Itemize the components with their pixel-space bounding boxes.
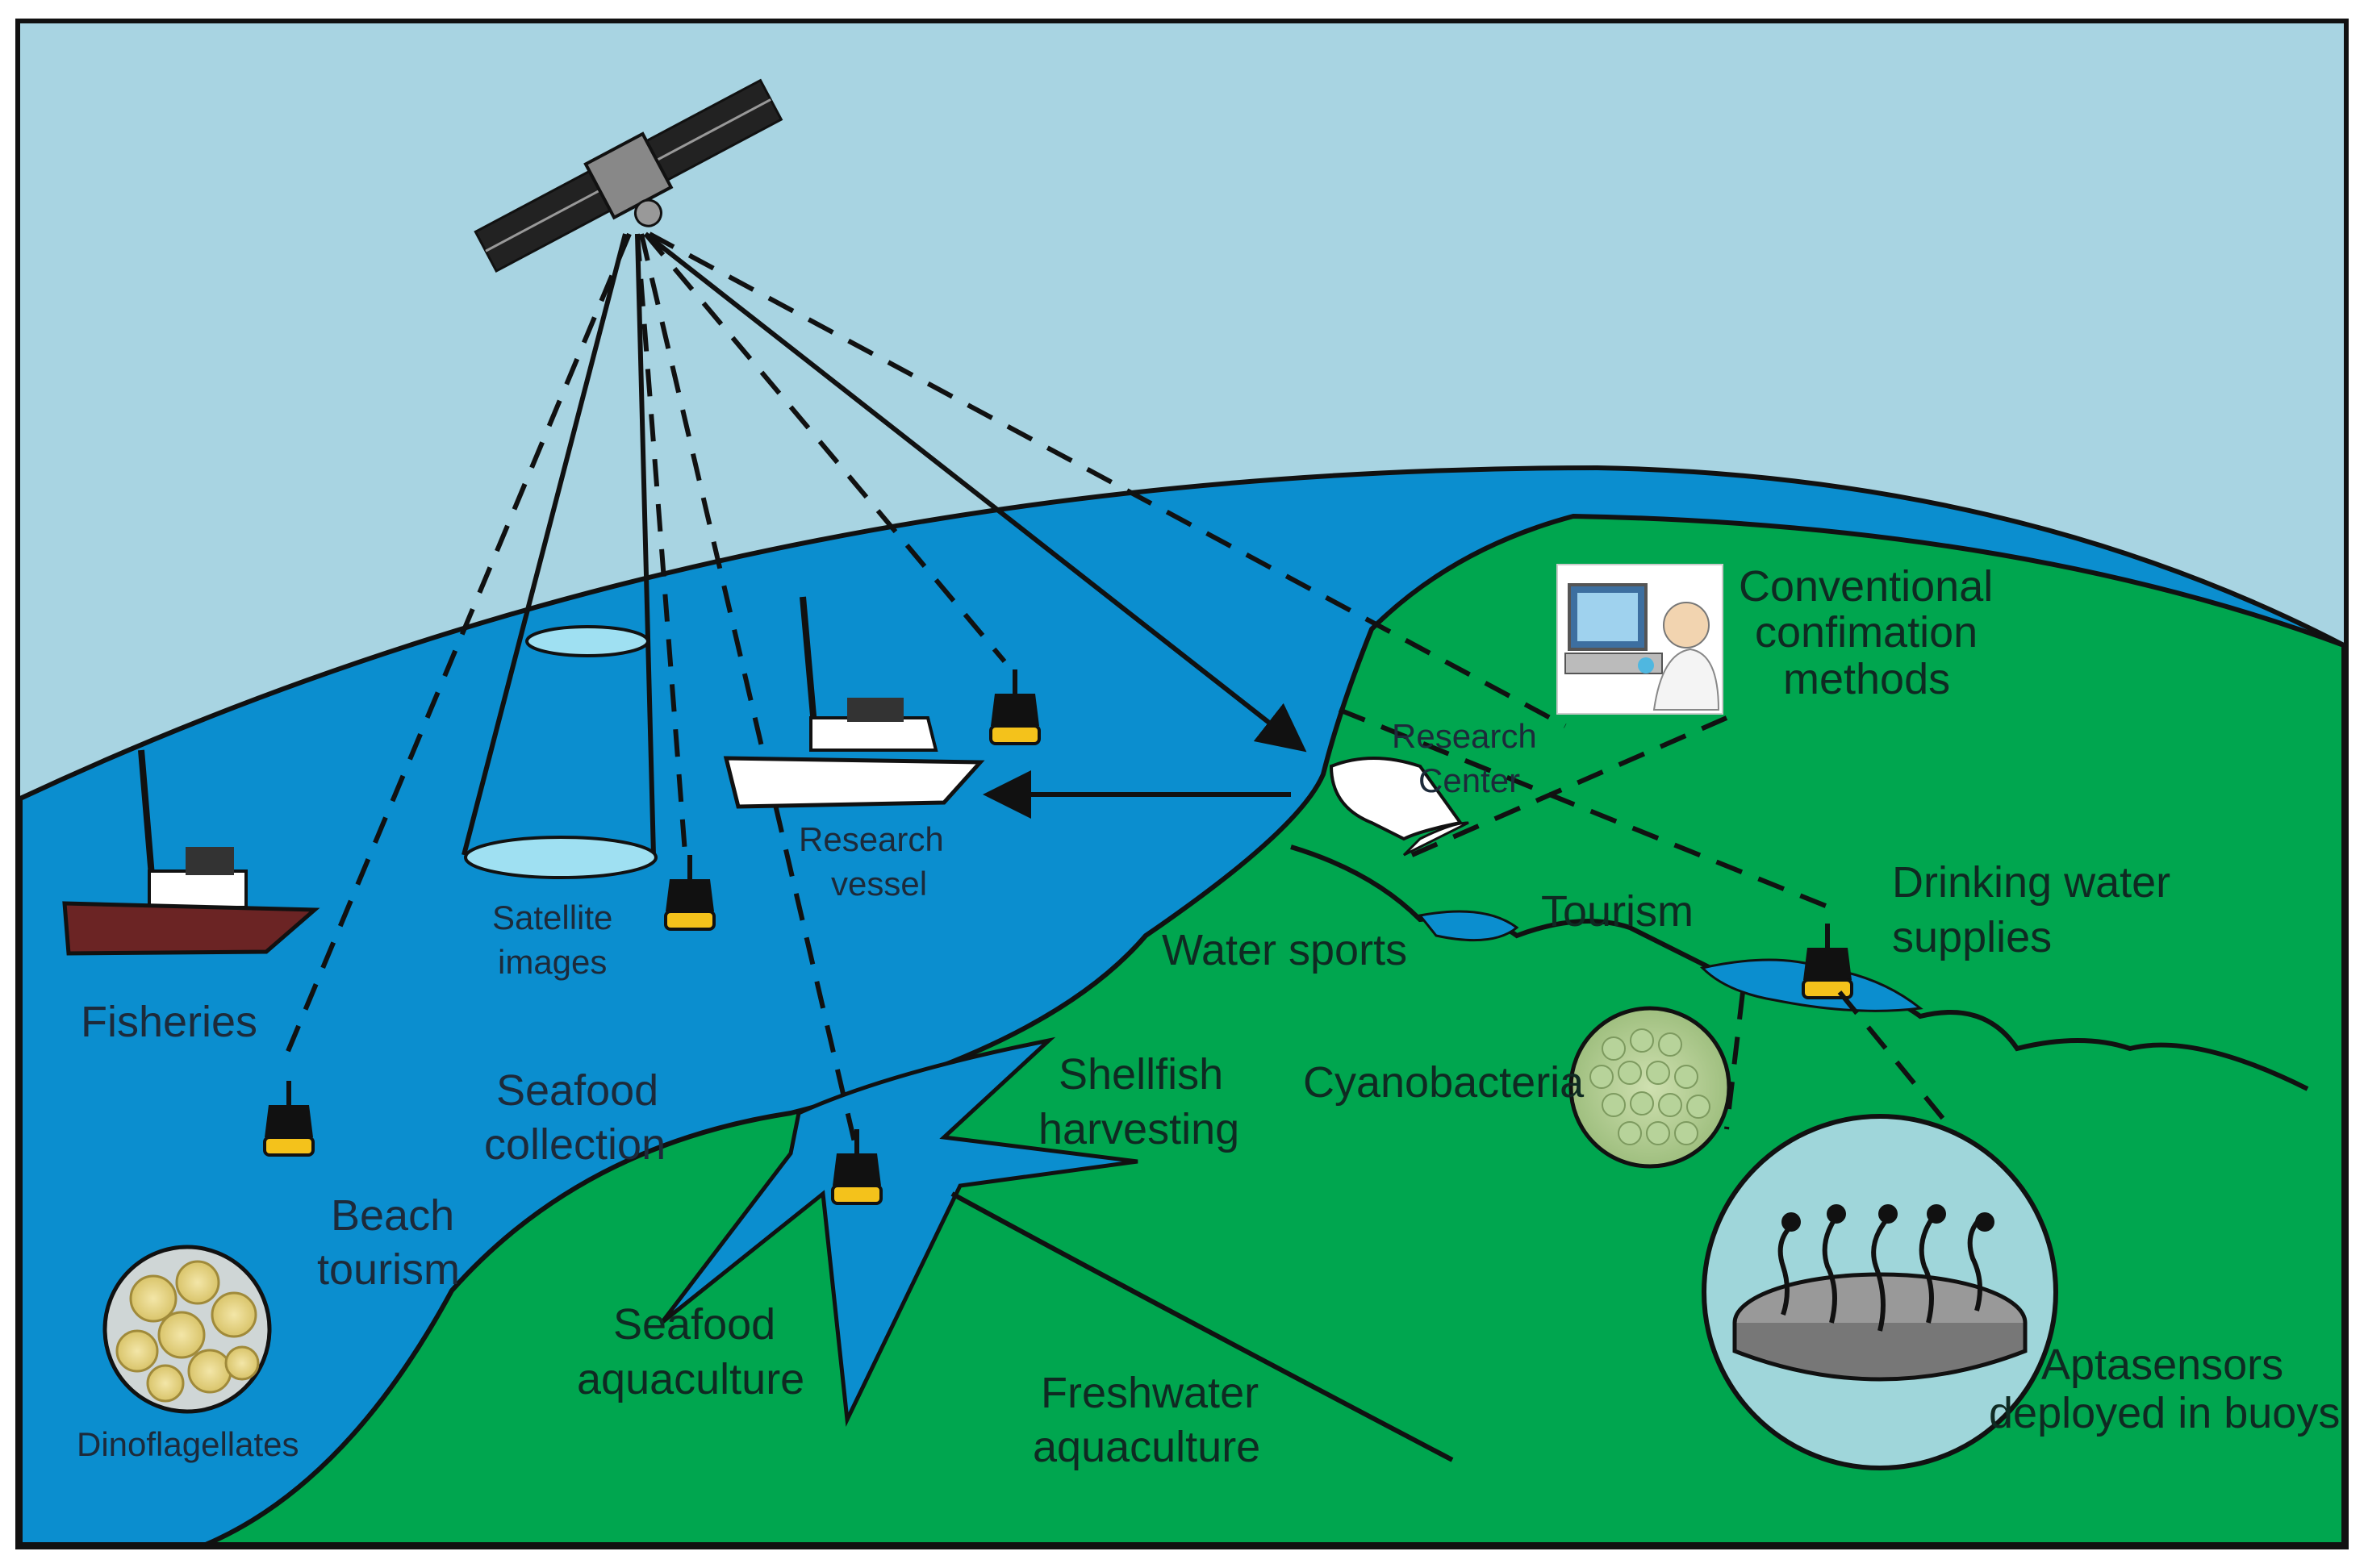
satellite <box>474 78 783 273</box>
label-seafood-collection-line1: Seafood <box>496 1066 658 1115</box>
label-conventional-line1: Conventional <box>1739 562 1993 611</box>
label-satellite-images-line1: Satellite <box>492 899 612 936</box>
aptasensor-magnified-icon <box>1702 990 2058 1470</box>
buoy-fisheries-icon <box>263 1081 315 1157</box>
lab-scientist-icon <box>1556 564 1723 715</box>
fishing-boat-icon <box>62 749 320 956</box>
buoy-estuary-icon <box>831 1129 883 1205</box>
label-research-vessel-line2: vessel <box>831 865 927 903</box>
label-research-center-line2: Center <box>1418 761 1520 799</box>
label-water-sports: Water sports <box>1162 926 1407 974</box>
label-conventional-line2: confimation <box>1755 608 1978 657</box>
river-water-segment-1 <box>1418 910 1519 942</box>
label-seafood-collection-line2: collection <box>484 1120 666 1169</box>
label-drinking-water-line1: Drinking water <box>1892 858 2170 907</box>
buoy-drinking-water-icon <box>1802 924 1853 999</box>
label-research-center-line1: Research <box>1392 717 1537 755</box>
label-shellfish-line1: Shellfish <box>1059 1050 1223 1099</box>
estuary-inlet <box>660 1036 1138 1427</box>
label-dinoflagellates: Dinoflagellates <box>77 1425 299 1463</box>
freshwater-channel <box>950 1191 1454 1462</box>
buoy-research-vessel-icon <box>989 669 1041 745</box>
label-conventional-line3: methods <box>1783 655 1950 703</box>
label-aptasensors-line1: Aptasensors <box>2041 1341 2283 1389</box>
satellite-image-cone <box>462 233 658 879</box>
signal-lines <box>280 231 1841 1146</box>
dinoflagellates-micrograph-icon <box>102 1245 272 1414</box>
label-freshwater-line2: aquaculture <box>1033 1423 1260 1471</box>
buoy-satellite-icon <box>664 855 716 931</box>
arrow-satellite-to-center <box>644 231 1307 753</box>
label-satellite-images-line2: images <box>498 943 607 981</box>
label-fisheries: Fisheries <box>81 998 257 1046</box>
label-shellfish-line2: harvesting <box>1038 1105 1239 1153</box>
label-drinking-water-line2: supplies <box>1892 913 2052 961</box>
cyanobacteria-micrograph-icon <box>1568 1006 1731 1169</box>
label-seafood-aquaculture-line2: aquaculture <box>577 1355 804 1403</box>
label-aptasensors-line2: deployed in buoys <box>1989 1389 2340 1437</box>
label-research-vessel-line1: Research <box>799 820 944 858</box>
label-seafood-aquaculture-line1: Seafood <box>613 1300 775 1349</box>
research-center-boat-icon <box>1329 757 1469 857</box>
label-tourism: Tourism <box>1541 887 1694 936</box>
label-freshwater-line1: Freshwater <box>1041 1369 1259 1417</box>
label-beach-tourism-line1: Beach <box>331 1191 454 1240</box>
label-beach-tourism-line2: tourism <box>317 1245 460 1294</box>
label-cyanobacteria: Cyanobacteria <box>1303 1058 1585 1107</box>
research-vessel-icon <box>723 596 985 809</box>
